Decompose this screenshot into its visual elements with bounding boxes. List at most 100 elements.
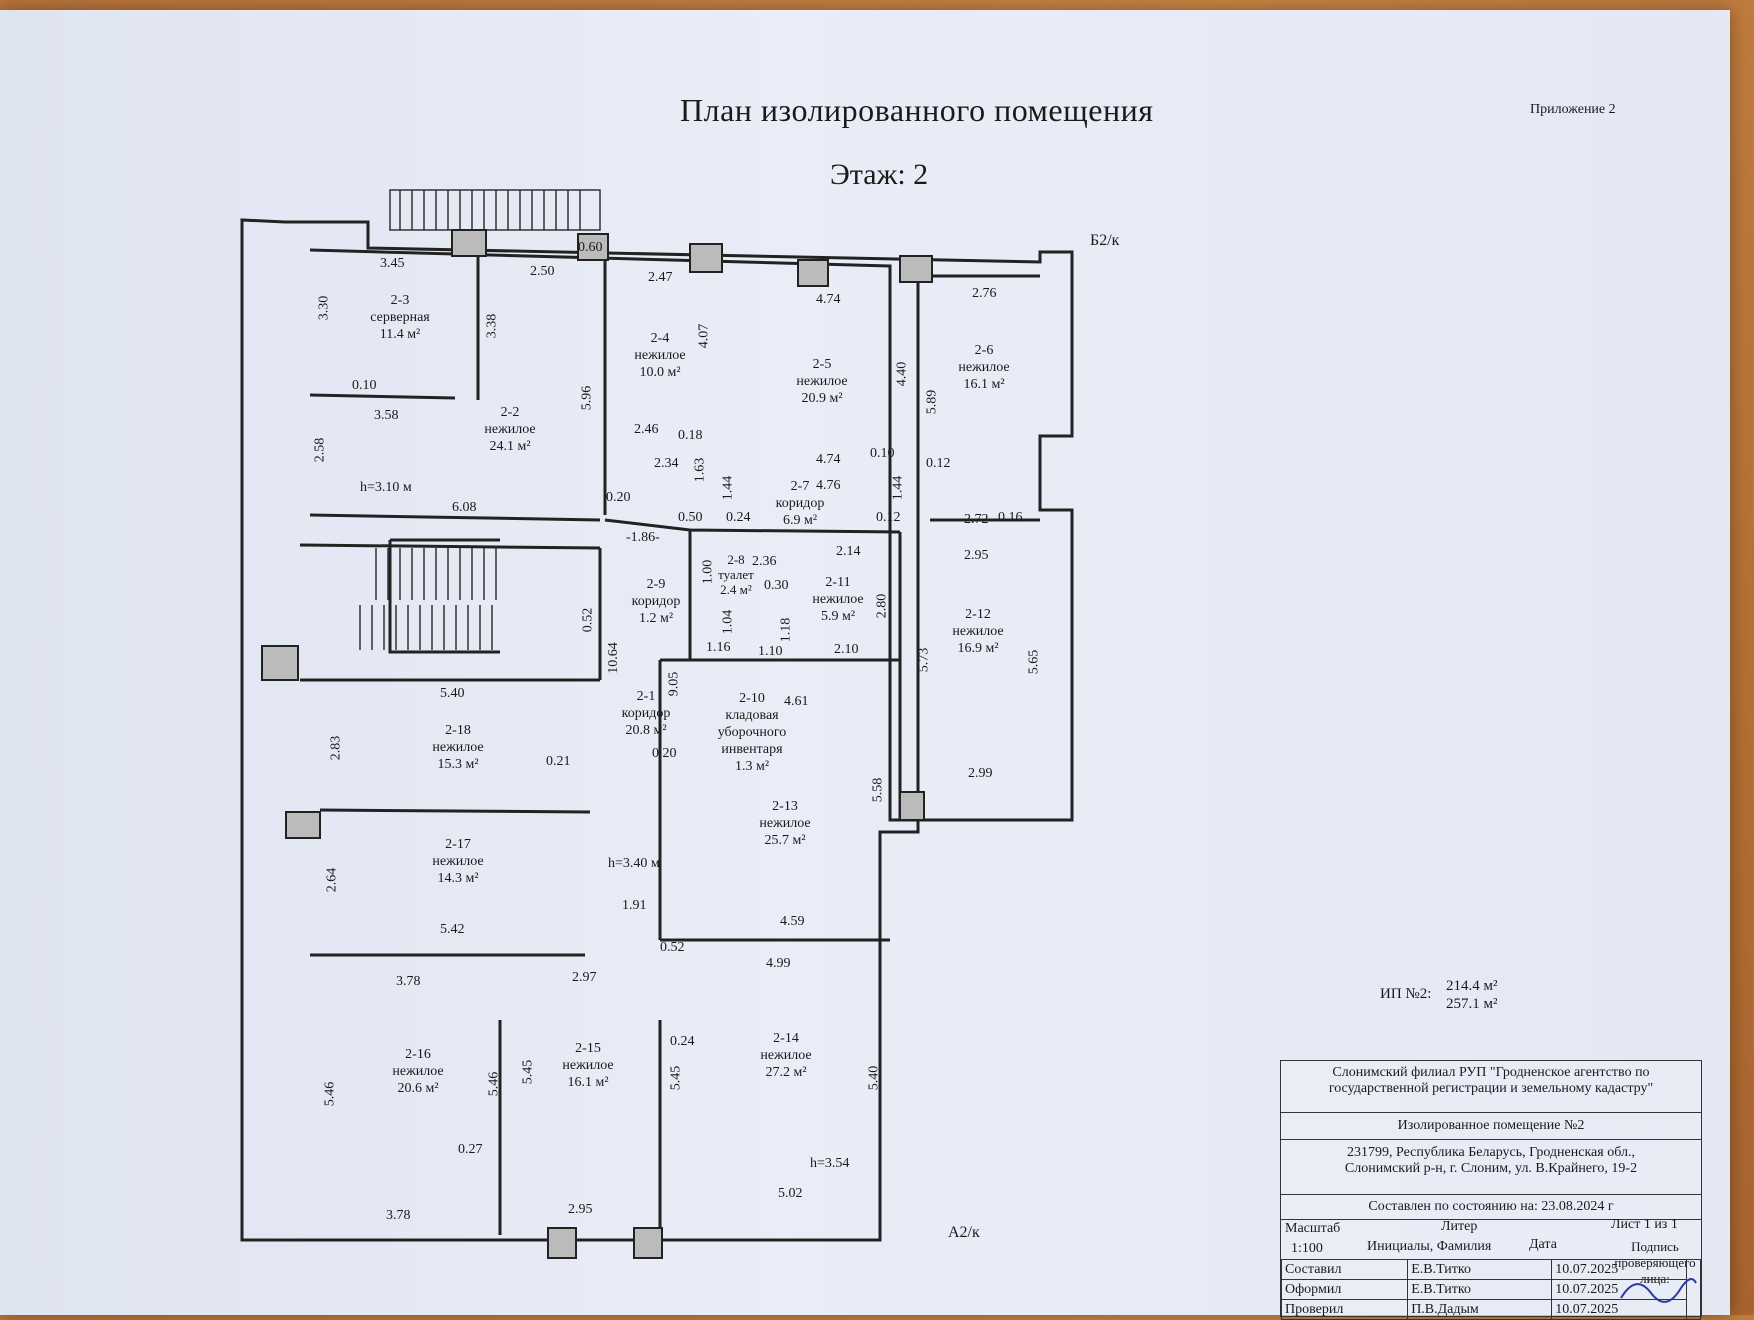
appendix-label: Приложение 2 (1530, 102, 1616, 117)
dim: 5.45 (668, 1065, 684, 1091)
dim: -1.86- (626, 530, 660, 545)
dim: 2.83 (328, 735, 344, 761)
dim: 0.20 (606, 490, 631, 505)
dim: 2.95 (964, 548, 989, 563)
stamp-org: Слонимский филиал РУП "Гродненское агент… (1281, 1061, 1701, 1113)
dim: 0.50 (678, 510, 703, 525)
dim: 2.80 (874, 593, 890, 619)
dim: 5.40 (440, 686, 465, 701)
dim: 1.44 (720, 475, 736, 501)
dim: 4.07 (696, 323, 712, 349)
dim: 0.12 (926, 456, 951, 471)
dim: h=3.10 м (360, 480, 412, 495)
dim: 3.38 (484, 313, 500, 339)
dim: 4.99 (766, 956, 791, 971)
dim: 2.64 (324, 867, 340, 893)
dim: 2.46 (634, 422, 659, 437)
dim: 0.20 (652, 746, 677, 761)
dim: 0.18 (678, 428, 703, 443)
dim: 4.40 (894, 361, 910, 387)
dim: 1.63 (692, 457, 708, 483)
dim: 1.04 (720, 609, 736, 635)
stamp-object: Изолированное помещение №2 (1281, 1113, 1701, 1140)
dim: 2.50 (530, 264, 555, 279)
dim: 2.58 (312, 437, 328, 463)
dim: 0.52 (580, 607, 596, 633)
dim: 5.40 (866, 1065, 882, 1091)
signature-icon (1620, 1278, 1697, 1303)
dim: 3.45 (380, 256, 405, 271)
stamp-liter-header: Литер (1441, 1219, 1478, 1234)
dim: 4.61 (784, 694, 809, 709)
totals-living: 214.4 м² (1446, 978, 1498, 994)
dim: 0.10 (352, 378, 377, 393)
dim: 3.58 (374, 408, 399, 423)
totals-total: 257.1 м² (1446, 996, 1498, 1012)
dim: 4.59 (780, 914, 805, 929)
dim: 2.97 (572, 970, 597, 985)
dim: 0.30 (764, 578, 789, 593)
axis-a-label: А2/к (948, 1224, 980, 1241)
dim: h=3.54 (810, 1156, 850, 1171)
stamp-address: 231799, Республика Беларусь, Гродненская… (1281, 1139, 1701, 1195)
dim: 3.30 (316, 295, 332, 321)
dim: 1.10 (758, 644, 783, 659)
axis-b-label: Б2/к (1090, 232, 1120, 249)
dim: h=3.40 м (608, 856, 660, 871)
dim: 0.24 (670, 1034, 695, 1049)
dim: 9.05 (666, 671, 682, 697)
dim: 1.18 (778, 617, 794, 643)
dim: 1.91 (622, 898, 647, 913)
page-title: План изолированного помещения (680, 92, 1154, 128)
dim: 0.60 (578, 240, 603, 255)
dim: 4.76 (816, 478, 841, 493)
dim: 0.12 (876, 510, 901, 525)
dim: 5.89 (924, 389, 940, 415)
dim: 2.36 (752, 554, 777, 569)
totals-label: ИП №2: (1380, 986, 1432, 1002)
dim: 5.42 (440, 922, 465, 937)
dim: 4.74 (816, 292, 841, 307)
dim: 5.46 (486, 1071, 502, 1097)
dim: 5.73 (916, 647, 932, 673)
dim: 3.78 (386, 1208, 411, 1223)
dim: 5.65 (1026, 649, 1042, 675)
stamp-scale-header: Масштаб (1285, 1221, 1341, 1236)
dim: 2.95 (568, 1202, 593, 1217)
dim: 2.72 (964, 512, 989, 527)
dim: 0.21 (546, 754, 571, 769)
dim: 0.27 (458, 1142, 483, 1157)
dim: 5.46 (322, 1081, 338, 1107)
stamp-sheet: Лист 1 из 1 (1611, 1217, 1678, 1232)
stamp-date: Составлен по состоянию на: 23.08.2024 г (1281, 1195, 1701, 1220)
title-block: Слонимский филиал РУП "Гродненское агент… (1280, 1060, 1702, 1320)
dim: 4.74 (816, 452, 841, 467)
dim: 1.44 (890, 475, 906, 501)
dim: 2.14 (836, 544, 861, 559)
floor-label: Этаж: 2 (830, 158, 929, 191)
dim: 1.00 (700, 559, 716, 585)
dim: 5.58 (870, 777, 886, 803)
dim: 2.47 (648, 270, 673, 285)
dim: 5.45 (520, 1059, 536, 1085)
dim: 10.64 (605, 642, 621, 674)
dim: 0.10 (870, 446, 895, 461)
stamp-date-header: Дата (1529, 1237, 1557, 1252)
stamp-initials-header: Инициалы, Фамилия (1367, 1239, 1492, 1254)
